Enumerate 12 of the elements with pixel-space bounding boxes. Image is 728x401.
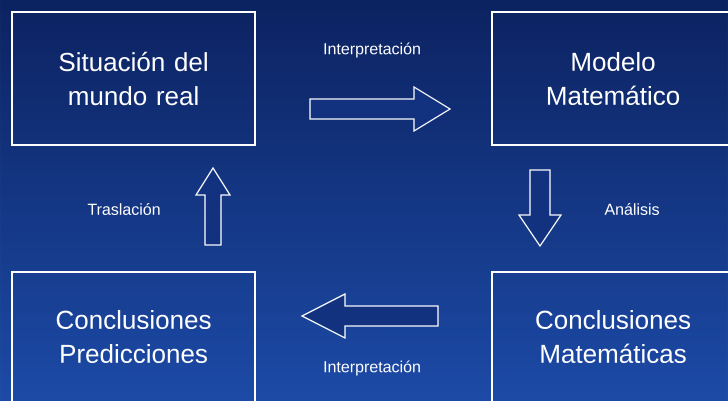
edge-label: Traslación: [88, 203, 160, 215]
block-arrow: [300, 292, 439, 340]
process-box: Modelo Matemático: [491, 11, 728, 146]
edge-label: Interpretación: [324, 42, 420, 58]
process-box: Conclusiones Predicciones: [11, 271, 256, 401]
block-arrow: [518, 169, 562, 248]
process-box: Conclusiones Matemáticas: [491, 271, 728, 401]
process-box: Situación del mundo real: [11, 11, 256, 146]
edge-label: Análisis: [604, 203, 659, 215]
block-arrow: [309, 86, 452, 132]
block-arrow: [194, 166, 232, 246]
edge-label: Interpretación: [324, 360, 420, 376]
